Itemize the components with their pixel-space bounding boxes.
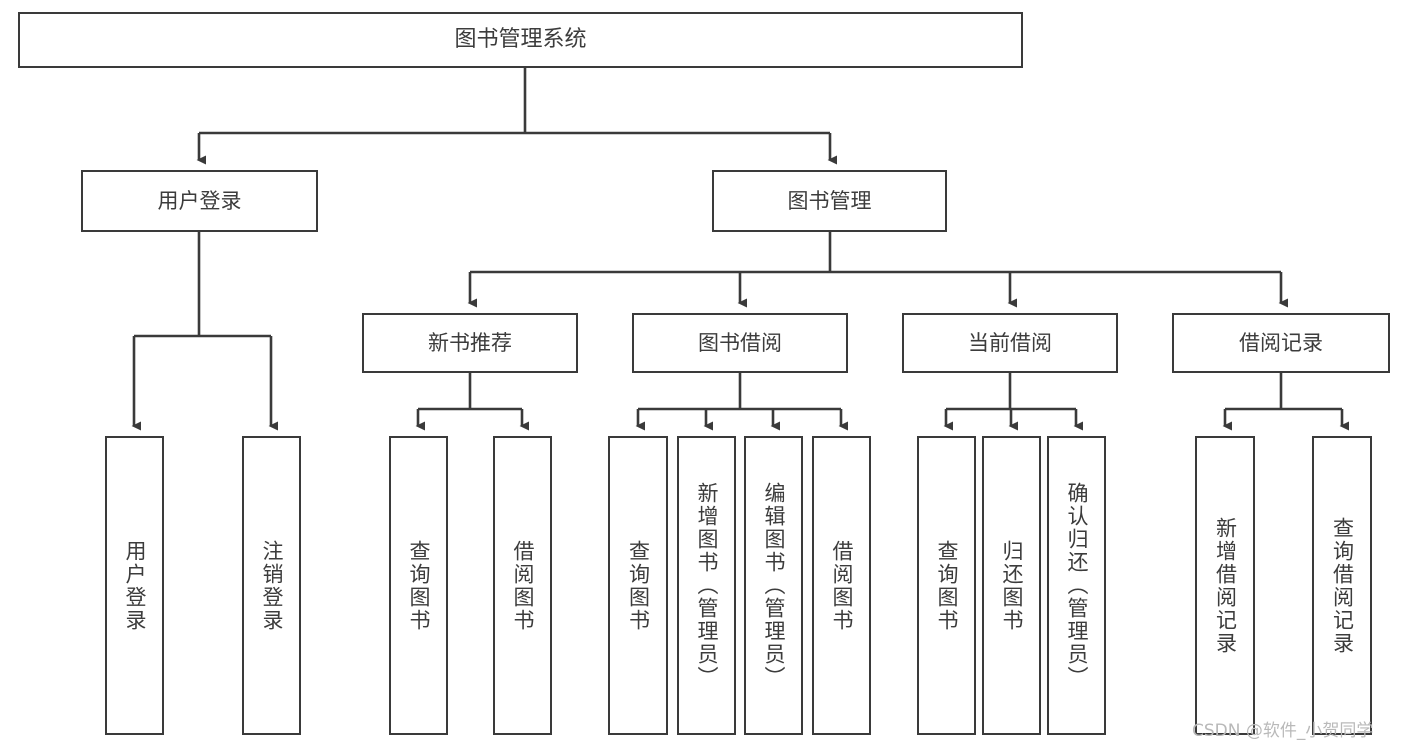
node-label: 图书管理系统 bbox=[454, 26, 587, 52]
node-label: 新书推荐 bbox=[428, 330, 512, 355]
node-label: 新增图书（管理员） bbox=[694, 482, 719, 689]
node-label: 借阅记录 bbox=[1239, 330, 1323, 355]
node-label: 归还图书 bbox=[999, 539, 1024, 632]
leaf-user-login[interactable]: 用户登录 bbox=[105, 436, 164, 735]
node-label: 借阅图书 bbox=[510, 539, 535, 632]
node-label: 注销登录 bbox=[259, 539, 284, 632]
node-label: 当前借阅 bbox=[968, 330, 1052, 355]
node-label: 新增借阅记录 bbox=[1213, 516, 1238, 655]
leaf-query-book-current[interactable]: 查询图书 bbox=[917, 436, 976, 735]
node-label: 用户登录 bbox=[122, 539, 147, 632]
leaf-query-book-recommend[interactable]: 查询图书 bbox=[389, 436, 448, 735]
leaf-user-logout[interactable]: 注销登录 bbox=[242, 436, 301, 735]
node-label: 图书借阅 bbox=[698, 330, 782, 355]
node-label: 借阅图书 bbox=[829, 539, 854, 632]
leaf-query-book[interactable]: 查询图书 bbox=[608, 436, 668, 735]
csdn-watermark: CSDN @软件_小贺同学 bbox=[1192, 721, 1374, 741]
node-book-management[interactable]: 图书管理 bbox=[712, 170, 947, 232]
leaf-return-book[interactable]: 归还图书 bbox=[982, 436, 1041, 735]
node-label: 用户登录 bbox=[157, 188, 242, 213]
node-book-borrow[interactable]: 图书借阅 bbox=[632, 313, 848, 373]
node-current-borrow[interactable]: 当前借阅 bbox=[902, 313, 1118, 373]
node-label: 图书管理 bbox=[787, 188, 872, 213]
node-label: 编辑图书（管理员） bbox=[761, 482, 786, 689]
leaf-edit-book-admin[interactable]: 编辑图书（管理员） bbox=[744, 436, 803, 735]
leaf-borrow-book[interactable]: 借阅图书 bbox=[812, 436, 871, 735]
node-borrow-record[interactable]: 借阅记录 bbox=[1172, 313, 1390, 373]
leaf-query-borrow-record[interactable]: 查询借阅记录 bbox=[1312, 436, 1372, 735]
leaf-confirm-return-admin[interactable]: 确认归还（管理员） bbox=[1047, 436, 1106, 735]
leaf-add-book-admin[interactable]: 新增图书（管理员） bbox=[677, 436, 736, 735]
node-root-system[interactable]: 图书管理系统 bbox=[18, 12, 1023, 68]
node-label: 确认归还（管理员） bbox=[1064, 482, 1089, 689]
node-label: 查询图书 bbox=[934, 539, 959, 632]
leaf-borrow-book-recommend[interactable]: 借阅图书 bbox=[493, 436, 552, 735]
node-label: 查询图书 bbox=[406, 539, 431, 632]
node-user-login[interactable]: 用户登录 bbox=[81, 170, 318, 232]
leaf-add-borrow-record[interactable]: 新增借阅记录 bbox=[1195, 436, 1255, 735]
node-label: 查询图书 bbox=[626, 539, 651, 632]
node-new-book-recommend[interactable]: 新书推荐 bbox=[362, 313, 578, 373]
node-label: 查询借阅记录 bbox=[1330, 516, 1355, 655]
